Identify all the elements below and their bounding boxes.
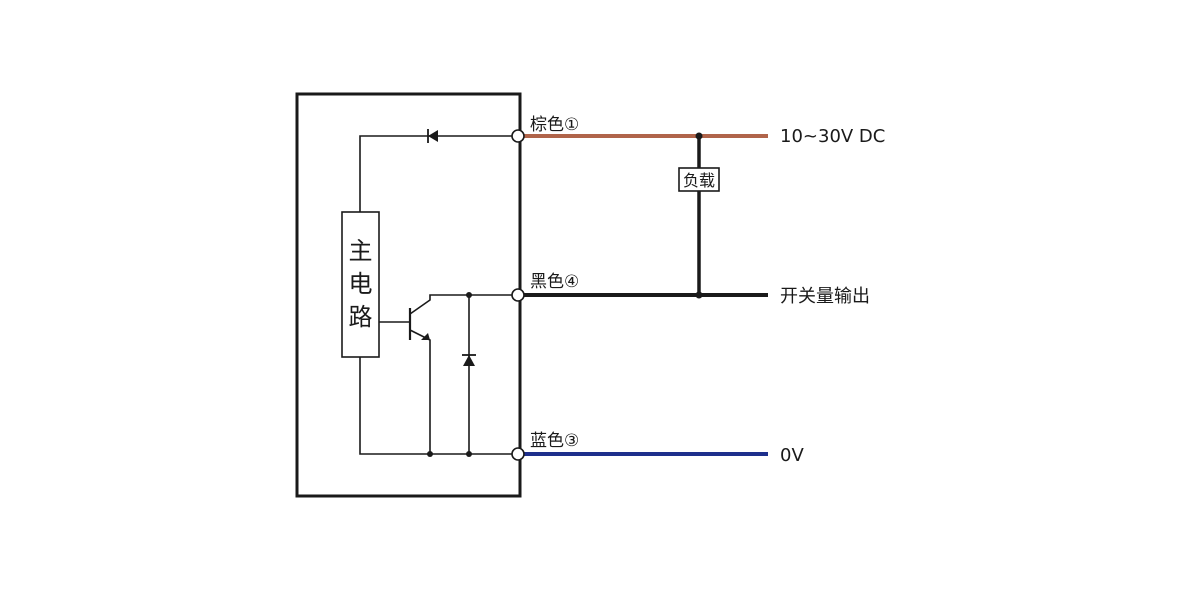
black-terminal bbox=[511, 288, 525, 302]
blue-terminal bbox=[511, 447, 525, 461]
brown-terminal bbox=[511, 129, 525, 143]
power-target-label: 10~30V DC bbox=[780, 126, 885, 147]
junction-dot bbox=[466, 292, 472, 298]
junction-dot bbox=[427, 451, 433, 457]
ground-target-label: 0V bbox=[780, 445, 804, 466]
brown-wire-label: 棕色① bbox=[530, 115, 579, 135]
load-box bbox=[678, 167, 720, 192]
transistor-emitter bbox=[409, 329, 431, 454]
blue-wire-label: 蓝色③ bbox=[530, 431, 579, 451]
main-circuit-char: 路 bbox=[349, 303, 373, 331]
junction-dot bbox=[466, 451, 472, 457]
top-internal-wire bbox=[359, 135, 512, 212]
output-target-label: 开关量输出 bbox=[780, 286, 870, 307]
main-circuit-box bbox=[341, 211, 380, 358]
junction-dot bbox=[695, 291, 703, 299]
black-wire-label: 黑色④ bbox=[530, 272, 579, 292]
transistor-collector bbox=[409, 294, 512, 315]
main-circuit-char: 主 bbox=[349, 237, 373, 265]
junction-dot bbox=[695, 132, 703, 140]
main-circuit-char: 电 bbox=[349, 270, 373, 298]
internal-circuit bbox=[359, 135, 512, 455]
vertical-diode bbox=[463, 355, 475, 366]
load-label: 负载 bbox=[683, 171, 715, 190]
bottom-internal-wire bbox=[359, 357, 512, 455]
top-diode bbox=[428, 130, 438, 142]
emitter-arrow bbox=[421, 333, 430, 340]
